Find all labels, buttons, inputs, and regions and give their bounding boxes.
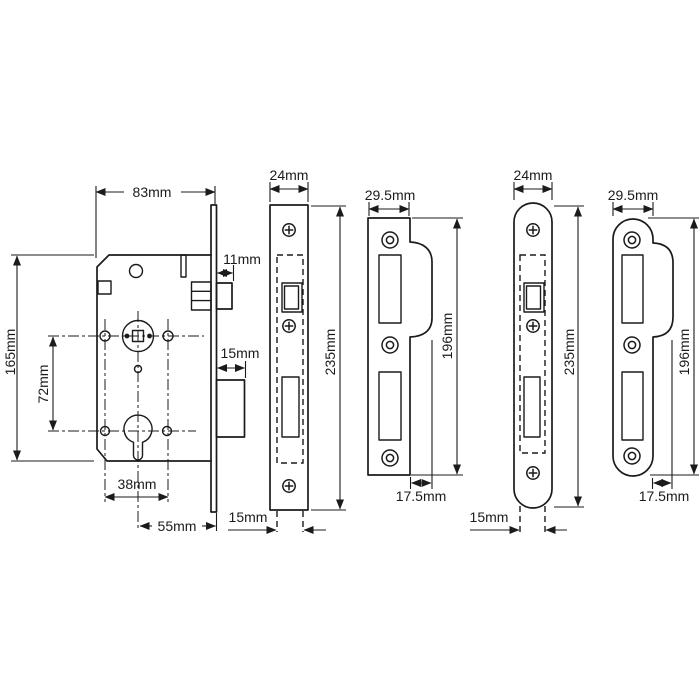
case-hole-icon [128,263,144,279]
screw-hole-icon [381,336,399,354]
case-hidden-outline [519,254,546,454]
case-square-hole-icon [97,280,112,295]
latch-cutout [621,254,644,324]
dim-latch-projection: 11mm [217,251,261,281]
dim-deadbolt-projection: 15mm [217,345,260,378]
lock-case-view [48,204,246,531]
deadbolt-cutout [378,371,402,441]
dim-label-38mm: 38mm [118,476,157,492]
screw-icon [282,479,296,493]
screw-icon [526,223,540,237]
faceplate-radius-view [513,202,553,509]
dim-label-72mm: 72mm [35,365,51,404]
dim-faceplate-radius-case: 15mm [470,506,567,534]
dim-backset: 55mm [139,513,218,534]
strike-radius-outline [612,218,674,477]
dim-label-196mm: 196mm [676,329,692,376]
dim-label-15mm-case: 15mm [229,509,268,525]
screw-hole-icon [623,447,641,465]
fixing-hole-icon [161,425,173,437]
dim-label-15mm-bolt: 15mm [221,345,260,361]
faceplate-radius-outline [513,202,553,509]
dim-label-17.5mm: 17.5mm [396,488,447,504]
fixing-hole-icon [162,330,174,342]
dim-label-235mm: 235mm [322,329,338,376]
small-hole-icon [133,364,143,374]
dim-strike-radius-height: 196mm [648,217,699,476]
screw-hole-icon [623,231,641,249]
faceplate-square-view [269,204,309,511]
deadbolt-front [281,376,300,438]
screw-icon [282,223,296,237]
dim-faceplate-square-case: 15mm [228,509,326,534]
strike-plate-radius-view [612,218,674,477]
dim-faceplate-radius-width: 24mm [513,167,553,200]
dim-strike-radius-width: 29.5mm [608,187,659,216]
dim-strike-square-lip: 17.5mm [396,340,447,504]
faceplate-square-outline [269,204,309,511]
dim-case-width: 83mm [95,184,216,258]
screw-hole-icon [381,231,399,249]
dim-label-29.5mm: 29.5mm [608,187,659,203]
dim-strike-radius-lip: 17.5mm [639,340,690,504]
deadbolt-cutout [621,371,644,441]
latchbolt [190,281,233,311]
dim-faceplate-radius-height: 235mm [554,205,584,508]
dim-label-29.5mm: 29.5mm [365,187,416,203]
screw-hole-icon [381,449,399,467]
dim-label-55mm: 55mm [158,518,197,534]
dim-label-83mm: 83mm [133,184,172,200]
latchbolt-front [523,282,545,313]
euro-cylinder-icon [123,414,153,461]
dim-label-196mm: 196mm [439,313,455,360]
dim-centres: 72mm [35,336,57,431]
dim-faceplate-square-height: 235mm [311,205,346,511]
dim-strike-square-height: 196mm [411,217,463,476]
fixing-hole-icon [99,330,111,342]
case-slot-icon [180,254,187,278]
screw-hole-icon [623,336,641,354]
dim-label-165mm: 165mm [2,329,18,376]
forend-strip [210,204,218,513]
dim-label-11mm: 11mm [223,251,261,267]
dim-label-235mm: 235mm [561,329,577,376]
lock-case-outline [96,254,212,462]
deadbolt-front [523,376,541,438]
dim-label-17.5mm: 17.5mm [639,488,690,504]
dim-label-24mm: 24mm [514,167,553,183]
strike-plate-square-view [367,217,433,476]
dim-label-24mm: 24mm [270,167,309,183]
case-hidden-outline [276,254,304,464]
latchbolt-front [281,282,303,313]
latch-cutout [378,254,402,324]
screw-icon [526,319,540,333]
dim-label-15mm-case: 15mm [470,509,509,525]
strike-square-outline [367,217,433,476]
screw-icon [526,466,540,480]
spindle-follower-icon [121,319,155,353]
screw-icon [282,319,296,333]
dim-case-height: 165mm [2,254,94,462]
dim-faceplate-square-width: 24mm [269,167,309,202]
dim-strike-square-width: 29.5mm [365,187,416,216]
deadbolt [215,379,246,438]
fixing-hole-icon [99,425,111,437]
dim-hole-spacing: 38mm [104,476,169,501]
